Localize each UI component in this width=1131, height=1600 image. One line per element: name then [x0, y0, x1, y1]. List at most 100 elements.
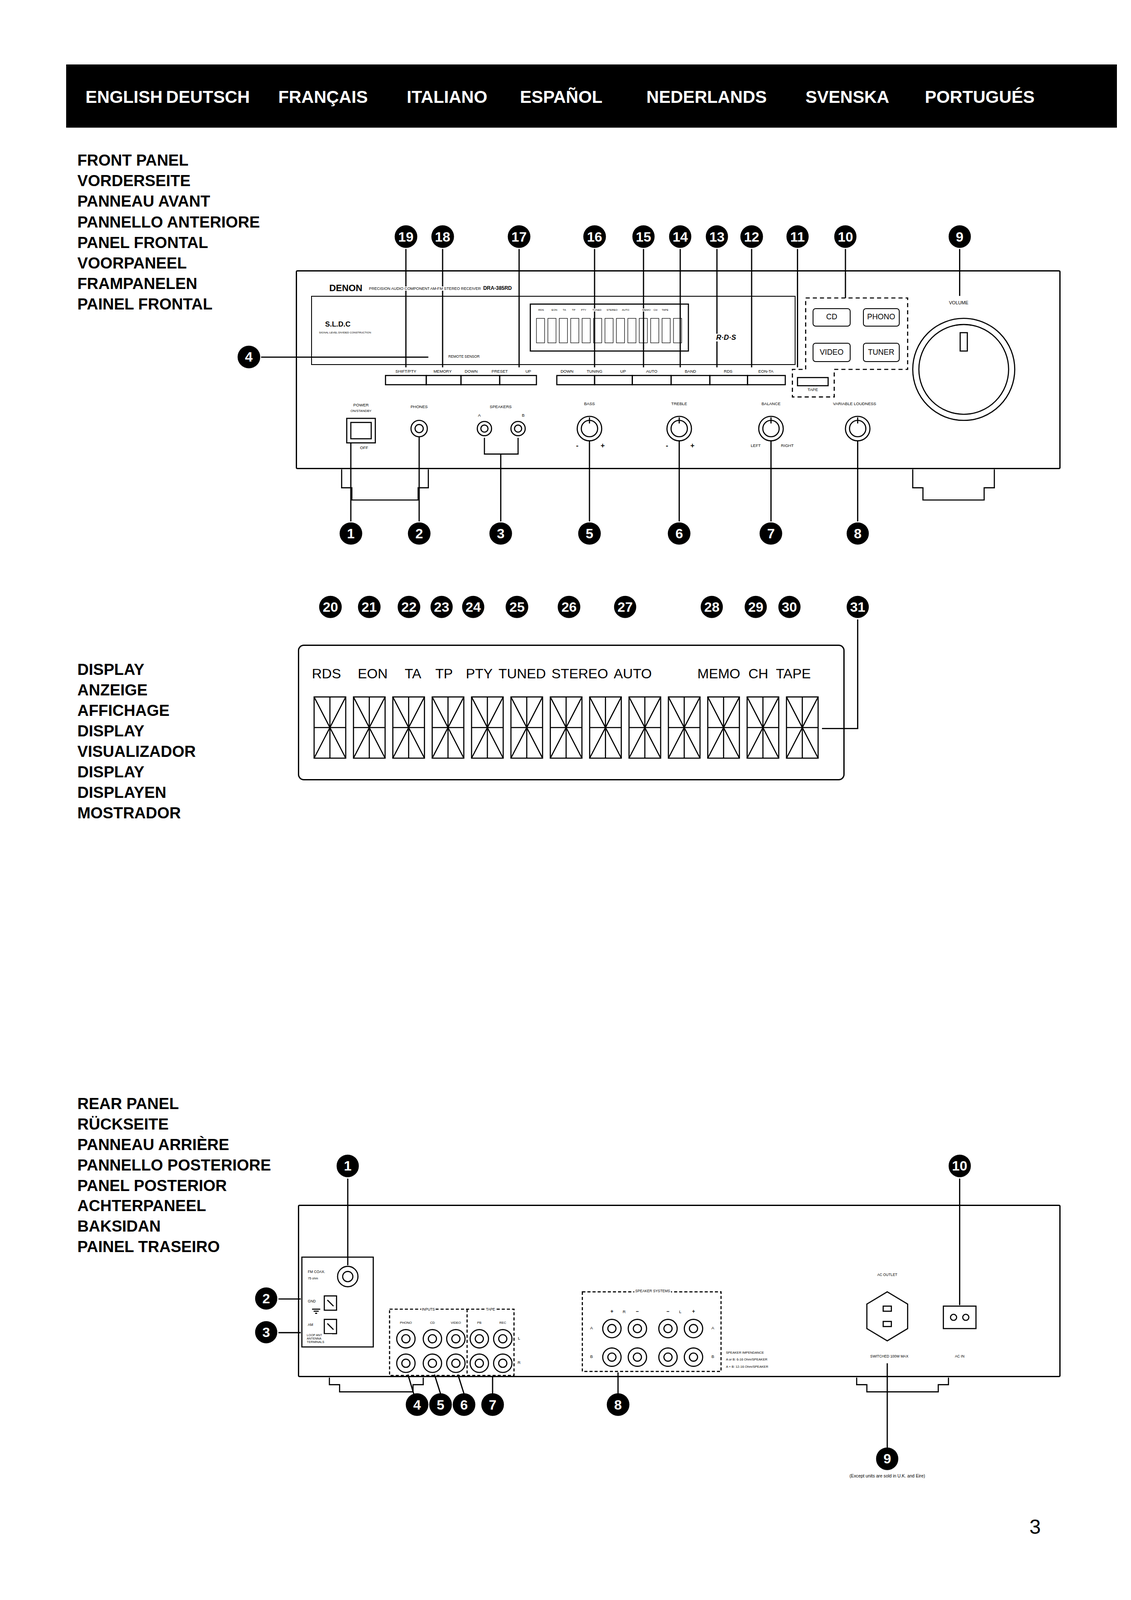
callout-number: 19 [394, 225, 418, 248]
leader-line [518, 248, 520, 368]
phones-jack [415, 424, 424, 433]
front-button [670, 375, 710, 385]
display-label: AUTO [620, 308, 630, 312]
leader-line [617, 1372, 619, 1394]
callout-number: 21 [358, 595, 381, 618]
front-button [426, 375, 461, 385]
rca-jack [475, 1358, 484, 1368]
callout-number: 31 [846, 595, 869, 618]
fm-coax-jack [342, 1270, 353, 1282]
rear-panel: FM COAX.75 ohmGNDAMLOOP ANT ANTENNA TERM… [297, 1204, 1061, 1377]
front-button [632, 375, 672, 385]
indicator-label: EON [356, 666, 389, 682]
leader-line [500, 454, 502, 522]
leader-line [822, 619, 858, 729]
callout-number: 1 [336, 1154, 360, 1178]
callout-number: 2 [408, 521, 431, 545]
fm-coax-jack [337, 1265, 359, 1287]
display-label: TA [562, 308, 567, 312]
callout-number: 26 [557, 595, 581, 618]
antenna-terminal-frame [301, 1256, 374, 1347]
panel-label: UP [619, 369, 627, 374]
section-heading: VORDERSEITE [76, 171, 192, 190]
rca-jack [446, 1329, 466, 1348]
rca-jack [423, 1329, 442, 1348]
phones-jack [411, 420, 428, 437]
panel-label: A [710, 1325, 715, 1331]
panel-label: 75 ohm [306, 1277, 319, 1281]
fm-coax-jack [337, 1265, 359, 1287]
indicator-label: PTY [465, 666, 494, 682]
section-heading: PANEL POSTERIOR [76, 1176, 228, 1194]
panel-label: + [609, 1308, 615, 1315]
tone-knob [770, 417, 772, 424]
rca-jack [396, 1329, 513, 1373]
panel-label: + [690, 1308, 696, 1315]
antenna-terminal [327, 1323, 334, 1330]
panel-label: - [664, 441, 670, 450]
panel-label: VOLUME [947, 300, 969, 306]
panel-label: BAND [683, 369, 697, 374]
panel-label: VARIABLE LOUDNESS [832, 401, 878, 407]
panel-label: TUNING [585, 369, 604, 374]
callout-number: 1 [339, 521, 363, 545]
leader-line [442, 248, 444, 368]
callout-number: 22 [397, 595, 421, 618]
speaker-terminal [684, 1347, 703, 1367]
speaker-button [510, 421, 525, 436]
panel-label: B [710, 1354, 715, 1359]
ac-outlet [883, 1305, 892, 1312]
panel-label: LEFT [749, 443, 762, 449]
speaker-terminal [602, 1319, 621, 1338]
panel-label: PHONES [409, 404, 429, 410]
rca-jack [451, 1334, 461, 1343]
display-cells [536, 318, 682, 343]
display-label: R·D·S [715, 333, 737, 342]
display-label: TAPE [660, 308, 670, 312]
rca-jack [401, 1358, 410, 1368]
display-label: S.L.D.C [324, 320, 352, 329]
leader-line [434, 1374, 441, 1394]
antenna-terminal [324, 1319, 337, 1334]
display-label: TUNED [591, 308, 603, 312]
leader-line [844, 248, 846, 298]
section-heading: PAINEL FRONTAL [76, 295, 214, 313]
front-button [797, 377, 829, 386]
ac-outlet [883, 1320, 892, 1327]
volume-knob [912, 318, 1015, 421]
panel-label: RDS [722, 369, 734, 374]
display-window: S.L.D.CSIGNAL LEVEL DIVIDED CONSTRUCTION… [311, 295, 796, 365]
tape-divider [466, 1308, 468, 1376]
speaker-terminal [684, 1319, 703, 1338]
leader-line [457, 1374, 464, 1394]
leader-line [959, 1178, 961, 1305]
panel-label: L [678, 1309, 683, 1315]
button-label: CD [825, 312, 839, 322]
callout-number: 5 [429, 1393, 452, 1416]
section-heading: MOSTRADOR [76, 804, 182, 822]
indicator-label: MEMO [696, 666, 741, 682]
speaker-terminal [664, 1352, 673, 1362]
language-name: ENGLISH [84, 87, 164, 107]
rca-jack [475, 1334, 484, 1343]
tone-knob [678, 417, 680, 424]
footnote: (Except units are sold in U.K. and Eire) [848, 1473, 926, 1478]
volume-knob [960, 332, 968, 351]
front-panel-drawing [530, 303, 689, 351]
input-button: TUNER [862, 342, 900, 362]
leader-line [346, 1178, 349, 1266]
speaker-button [484, 437, 519, 454]
antenna-terminal [324, 1295, 337, 1310]
volume-knob [918, 324, 1009, 414]
section-heading: DISPLAY [76, 722, 146, 740]
leader-line [751, 248, 753, 368]
rca-jack [396, 1329, 416, 1348]
tone-knob [577, 416, 602, 441]
speaker-terminal [658, 1347, 678, 1367]
language-name: PORTUGUÉS [924, 87, 1036, 107]
leader-line [278, 1297, 301, 1300]
panel-label: DOWN [463, 369, 479, 374]
display-label: EON [550, 308, 558, 312]
section-heading: PANNEAU AVANT [76, 192, 211, 210]
section-heading: RÜCKSEITE [76, 1115, 170, 1133]
